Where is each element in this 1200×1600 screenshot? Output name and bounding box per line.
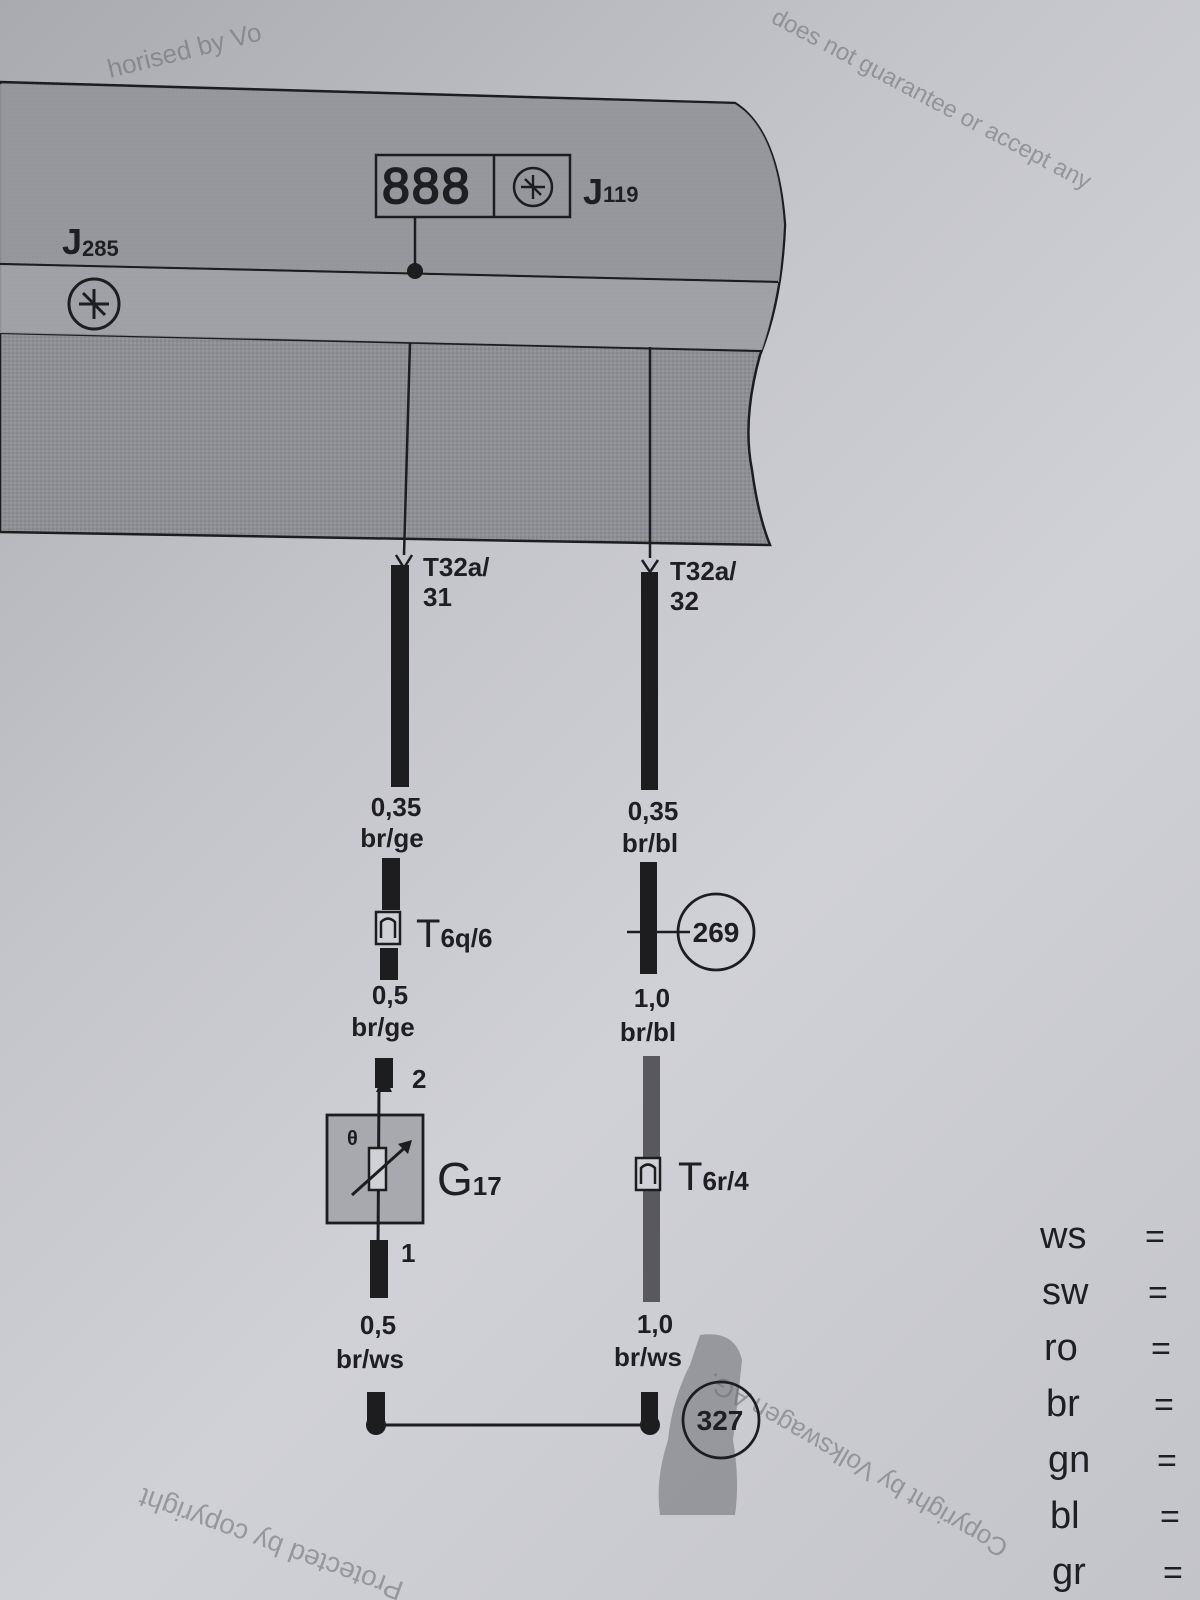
legend-equals: = [1154, 1386, 1174, 1424]
warning-symbol-icon [67, 277, 121, 331]
connector-icon [374, 910, 402, 946]
legend-equals: = [1145, 1218, 1165, 1256]
g17-pin-bottom: 1 [401, 1238, 415, 1268]
j285-label: J285 [62, 221, 119, 262]
j119-label: J119 [583, 171, 639, 212]
legend-code: sw [1042, 1271, 1089, 1313]
wire-color-label: br/bl [622, 828, 678, 858]
g17-pin-top: 2 [412, 1064, 426, 1094]
connector-t32a-31: T32a/ 31 [423, 552, 497, 612]
wire-left [366, 554, 414, 1435]
color-legend: ws = sw = ro = br = gn = bl = gr = [1039, 1215, 1183, 1593]
connector-t6r-label: T6r/4 [678, 1155, 749, 1199]
warning-symbol-icon [512, 166, 554, 208]
wire-size-label: 0,5 [372, 980, 408, 1010]
legend-equals: = [1163, 1554, 1183, 1592]
wire-color-label: br/ge [360, 823, 424, 853]
legend-code: ro [1044, 1327, 1078, 1369]
watermark-top-right: does not guarantee or accept any [767, 3, 1095, 195]
reference-269-circle [676, 892, 756, 972]
wire-color-label: br/ws [336, 1344, 404, 1374]
watermark-bottom-right: Copyright by Volkswagen AG. [701, 1367, 1013, 1564]
wire-size-label: 0,35 [628, 796, 679, 826]
wire-color-label: br/ge [351, 1012, 415, 1042]
watermark-bottom-left: Protected by copyright [135, 1482, 408, 1600]
reference-327: 327 [697, 1405, 744, 1436]
reference-269: 269 [693, 917, 740, 948]
watermark-top-left: horised by Vo [104, 17, 264, 84]
svg-text:θ: θ [347, 1128, 358, 1150]
legend-code: ws [1039, 1215, 1086, 1257]
wire-size-label: 0,5 [360, 1310, 396, 1340]
legend-equals: = [1151, 1330, 1171, 1368]
legend-equals: = [1157, 1442, 1177, 1480]
ground-point-smudge [658, 1334, 742, 1515]
legend-equals: = [1148, 1274, 1168, 1312]
legend-code: gr [1052, 1551, 1086, 1593]
connector-t6q-label: T6q/6 [416, 912, 492, 956]
legend-code: bl [1050, 1495, 1080, 1537]
reference-327-circle [681, 1380, 761, 1460]
connector-icon [634, 1156, 662, 1192]
j119-display: 888 [374, 153, 572, 219]
connector-t32a-32: T32a/ 32 [670, 556, 744, 616]
legend-code: gn [1048, 1439, 1090, 1481]
wire-size-label: 0,35 [371, 792, 422, 822]
instrument-cluster-housing [0, 80, 787, 547]
g17-label: G17 [437, 1153, 502, 1205]
g17-temperature-sensor: θ [325, 1075, 425, 1257]
junction-dot [407, 263, 423, 279]
wire-size-label: 1,0 [637, 1309, 673, 1339]
legend-code: br [1046, 1383, 1080, 1425]
digit-display: 888 [382, 158, 471, 214]
legend-equals: = [1160, 1498, 1180, 1536]
wire-color-label: br/bl [620, 1017, 676, 1047]
wire-size-label: 1,0 [634, 983, 670, 1013]
wire-color-label: br/ws [614, 1342, 682, 1372]
